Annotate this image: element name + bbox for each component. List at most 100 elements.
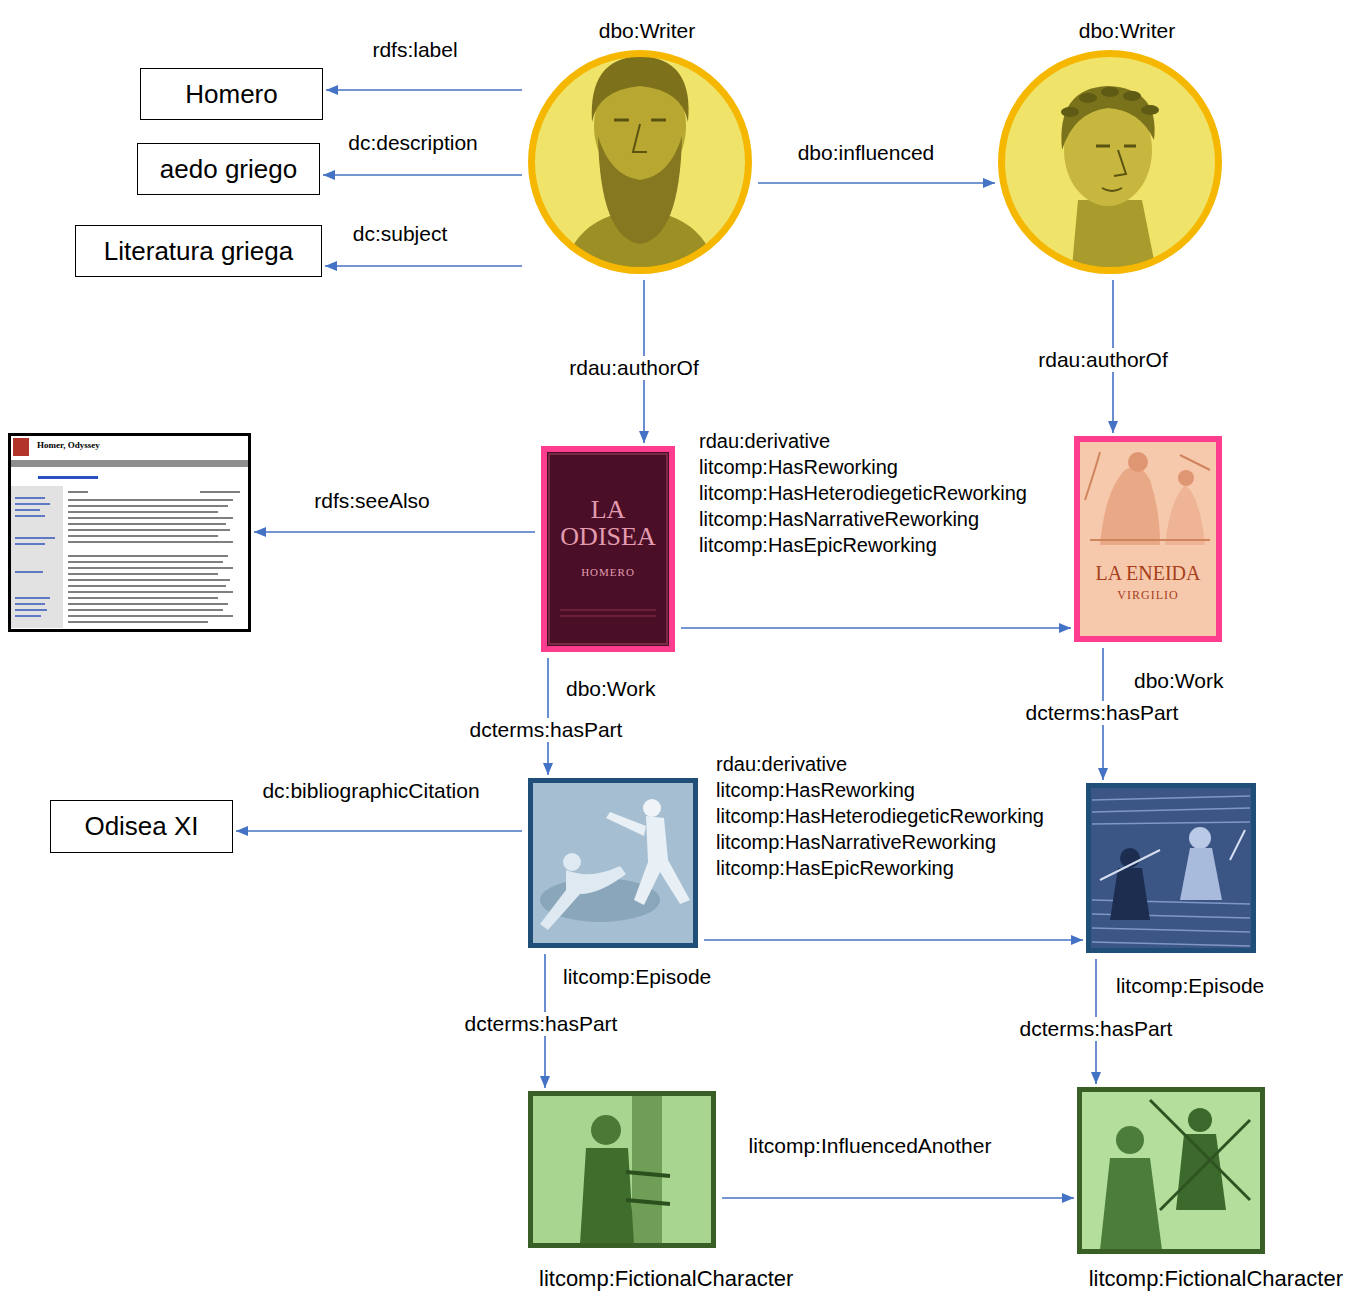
image-ground — [1077, 1087, 1265, 1254]
edge-label: dcterms:hasPart — [1017, 1017, 1176, 1041]
bust-mouth — [1102, 188, 1122, 191]
cover-figure — [1128, 452, 1148, 472]
literal-text: Odisea XI — [84, 811, 198, 842]
edge-label: rdau:authorOf — [566, 356, 702, 380]
literal-box: aedo griego — [137, 143, 320, 195]
virgil-portrait — [1061, 86, 1160, 290]
bust-hair — [1061, 86, 1154, 150]
literal-box: Homero — [140, 68, 323, 120]
edge-label: litcomp:InfluencedAnother — [746, 1134, 995, 1158]
edge-label: dbo:influenced — [795, 141, 938, 165]
figure-head — [1116, 1126, 1144, 1154]
work-cover: LA ENEIDAVIRGILIOdbo:Work — [1074, 436, 1222, 642]
cover-figure — [1178, 470, 1194, 486]
laurel-leaf — [1101, 87, 1119, 97]
warrior-figure — [1100, 1158, 1162, 1250]
class-caption: dbo:Work — [1134, 669, 1224, 693]
writer-circle: dbo:Writer — [998, 50, 1222, 274]
episode-image: litcomp:Episode — [528, 778, 698, 948]
literal-text: Homero — [185, 79, 277, 110]
edge-label: dcterms:hasPart — [462, 1012, 621, 1036]
relation-arrow — [323, 174, 522, 176]
citation-box: Odisea XI — [50, 800, 233, 853]
laurel-leaf — [1141, 105, 1159, 115]
cover-author: VIRGILIO — [1117, 588, 1178, 603]
page-title: Homer, Odyssey — [37, 440, 100, 450]
relation-arrow — [254, 531, 535, 533]
cover-author: HOMERO — [581, 566, 635, 578]
side-column — [11, 486, 63, 628]
relation-arrow — [325, 265, 522, 267]
progress-bar — [38, 476, 98, 479]
web-screenshot — [8, 433, 251, 632]
edge-label: rdau:derivative litcomp:HasReworking lit… — [697, 428, 1029, 558]
relation-arrow — [681, 627, 1071, 629]
edge-label: rdfs:seeAlso — [311, 489, 433, 513]
ropes — [626, 1172, 670, 1204]
cover-lines — [1085, 452, 1210, 540]
bust-hair — [592, 56, 689, 122]
image-ground — [528, 1091, 716, 1248]
warrior-figure — [1176, 1134, 1226, 1210]
character-aeneid-image — [1077, 1087, 1265, 1254]
episode-aeneid-image — [1086, 783, 1256, 953]
bust-eyes — [1096, 145, 1136, 148]
image-ground — [1086, 783, 1256, 953]
mast-column — [632, 1096, 662, 1244]
odisea-cover — [541, 446, 675, 652]
cover-ground — [541, 446, 675, 652]
literal-text: Literatura griega — [104, 236, 293, 267]
edge-label: dc:bibliographicCitation — [259, 779, 482, 803]
engraving-hatch — [1092, 796, 1250, 946]
work-cover: LA ODISEAHOMEROdbo:Work — [541, 446, 675, 652]
character-image: litcomp:FictionalCharacter — [528, 1091, 716, 1248]
relation-arrow — [236, 830, 522, 832]
character-odyssey-image — [528, 1091, 716, 1248]
literal-text: aedo griego — [160, 154, 297, 185]
side-links — [15, 498, 55, 616]
cover-ornament — [560, 610, 656, 616]
edge-label: dcterms:hasPart — [1023, 701, 1182, 725]
engraving-lines — [1100, 830, 1245, 880]
class-caption: dbo:Work — [566, 677, 656, 701]
class-caption: litcomp:Episode — [563, 965, 711, 989]
text-lines — [68, 492, 240, 622]
cover-ground — [1074, 436, 1222, 642]
class-caption: litcomp:Episode — [1116, 974, 1264, 998]
nav-bar — [11, 460, 248, 467]
relation-arrow — [547, 658, 549, 775]
relation-arrow — [758, 182, 995, 184]
episode-image: litcomp:Episode — [1086, 783, 1256, 953]
figure-head — [643, 799, 661, 817]
relation-arrow — [326, 89, 522, 91]
literal-box: Literatura griega — [75, 225, 322, 277]
writer-circle: dbo:Writer — [528, 50, 752, 274]
kneeling-figure — [1110, 868, 1150, 920]
relation-arrow — [722, 1197, 1074, 1199]
site-logo — [13, 438, 29, 456]
web-page-thumbnail: Homer, Odyssey — [8, 433, 251, 632]
cover-figure — [1165, 485, 1205, 545]
edge-label: dcterms:hasPart — [467, 718, 626, 742]
laurel-leaf — [1123, 91, 1141, 101]
standing-figure — [1180, 848, 1222, 900]
class-caption: litcomp:FictionalCharacter — [1089, 1266, 1343, 1292]
episode-odyssey-image — [528, 778, 698, 948]
edge-label: rdau:derivative litcomp:HasReworking lit… — [714, 751, 1046, 881]
edge-label: dc:subject — [350, 222, 451, 246]
bound-figure — [580, 1148, 634, 1244]
bust-nose — [633, 124, 647, 152]
figure-head — [1188, 1108, 1212, 1132]
page-ground — [8, 433, 251, 632]
falling-figure — [540, 866, 626, 930]
bust-eyes — [614, 119, 666, 122]
class-caption: dbo:Writer — [1079, 19, 1175, 43]
bust-nose — [1114, 150, 1126, 176]
portrait-ground — [532, 54, 748, 270]
figure-head — [1189, 827, 1211, 849]
character-image: litcomp:FictionalCharacter — [1077, 1087, 1265, 1254]
cover-title: LA ENEIDA — [1096, 562, 1201, 585]
figure-head — [563, 853, 581, 871]
relation-arrow — [704, 939, 1083, 941]
